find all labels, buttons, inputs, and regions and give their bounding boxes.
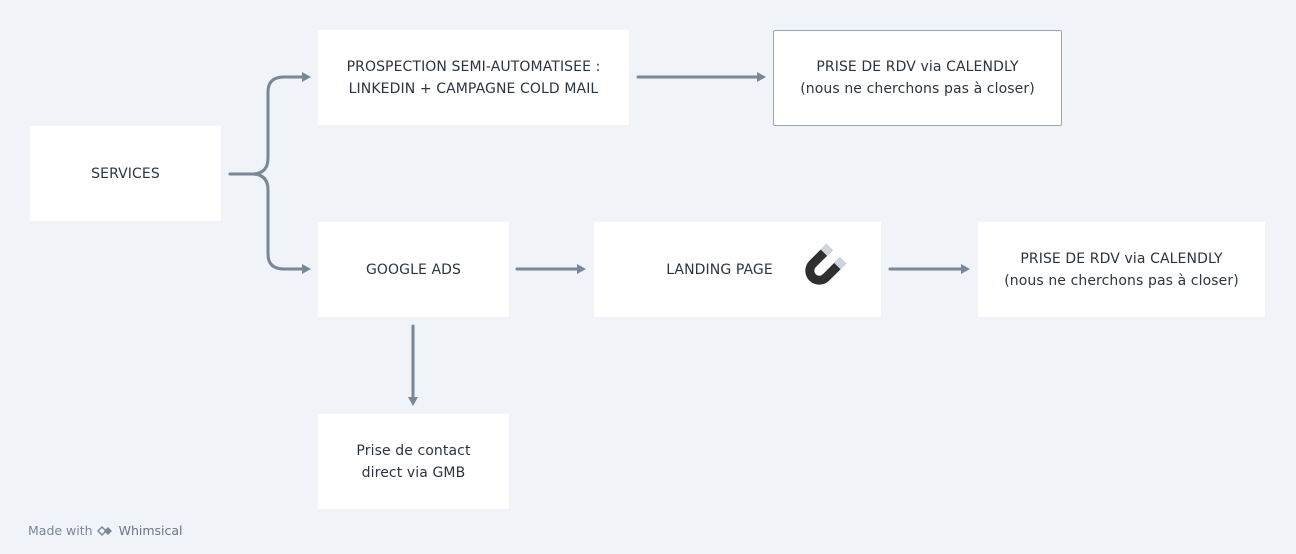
arrowhead-gmb xyxy=(408,397,418,406)
whimsical-logo-icon xyxy=(96,524,115,538)
node-prospection-label: PROSPECTION SEMI-AUTOMATISEE : LINKEDIN … xyxy=(346,58,601,97)
node-services[interactable]: SERVICES xyxy=(30,126,221,221)
magnet-icon xyxy=(791,241,849,299)
node-google-ads[interactable]: GOOGLE ADS xyxy=(318,222,509,317)
arrowhead-landing xyxy=(577,264,586,274)
node-landing-page-label: LANDING PAGE xyxy=(666,261,773,278)
arrowhead-googleads xyxy=(302,264,311,274)
node-google-ads-label: GOOGLE ADS xyxy=(365,261,462,278)
made-with-whimsical[interactable]: Made with Whimsical xyxy=(28,523,183,538)
arrowhead-prospection xyxy=(302,72,311,82)
arrowhead-rdv-bottom xyxy=(961,264,970,274)
node-rdv-bottom[interactable]: PRISE DE RDV via CALENDLY (nous ne cherc… xyxy=(978,222,1265,317)
connector-services-googleads xyxy=(250,172,306,271)
node-landing-page[interactable]: LANDING PAGE xyxy=(594,222,881,317)
node-prospection[interactable]: PROSPECTION SEMI-AUTOMATISEE : LINKEDIN … xyxy=(318,30,629,125)
arrowhead-rdv-top xyxy=(757,72,766,82)
node-rdv-bottom-label: PRISE DE RDV via CALENDLY (nous ne cherc… xyxy=(1004,250,1239,289)
node-landing-page-content: LANDING PAGE xyxy=(626,241,849,299)
whimsical-brand-label: Whimsical xyxy=(118,523,183,538)
node-services-label: SERVICES xyxy=(91,165,160,182)
node-rdv-top[interactable]: PRISE DE RDV via CALENDLY (nous ne cherc… xyxy=(773,30,1062,126)
node-rdv-top-label: PRISE DE RDV via CALENDLY (nous ne cherc… xyxy=(800,59,1035,97)
node-gmb-label: Prise de contact direct via GMB xyxy=(356,442,471,481)
node-gmb[interactable]: Prise de contact direct via GMB xyxy=(318,414,509,509)
connector-services-prospection xyxy=(228,75,306,176)
made-with-label: Made with xyxy=(28,523,93,538)
